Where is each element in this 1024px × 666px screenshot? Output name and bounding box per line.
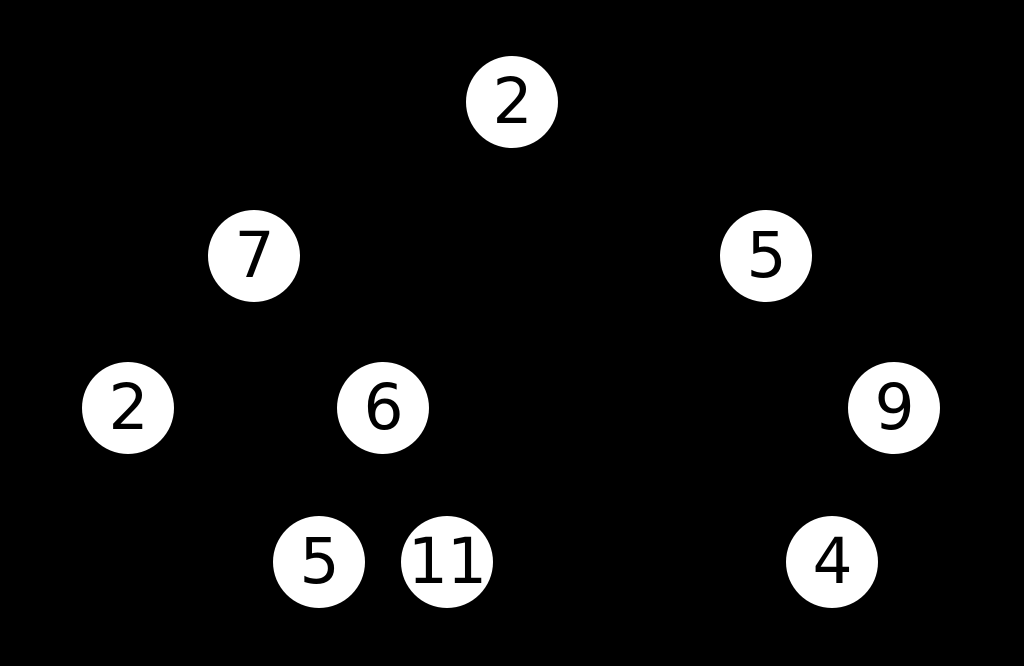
tree-node-left-right-right: 11 [401, 516, 493, 608]
tree-node-root-left: 7 [208, 210, 300, 302]
node-value: 2 [492, 64, 532, 138]
tree-node-left-right: 6 [337, 362, 429, 454]
node-value: 5 [746, 218, 786, 292]
tree-node-right-right: 9 [848, 362, 940, 454]
tree-node-right-right-left: 4 [786, 516, 878, 608]
tree-node-left-right-left: 5 [273, 516, 365, 608]
tree-node-left-left: 2 [82, 362, 174, 454]
node-value: 6 [363, 370, 403, 444]
tree-node-root: 2 [466, 56, 558, 148]
node-value: 2 [108, 370, 148, 444]
node-value: 7 [234, 218, 274, 292]
node-value: 11 [407, 524, 487, 598]
node-value: 9 [874, 370, 914, 444]
node-value: 4 [812, 524, 852, 598]
tree-node-root-right: 5 [720, 210, 812, 302]
node-value: 5 [299, 524, 339, 598]
